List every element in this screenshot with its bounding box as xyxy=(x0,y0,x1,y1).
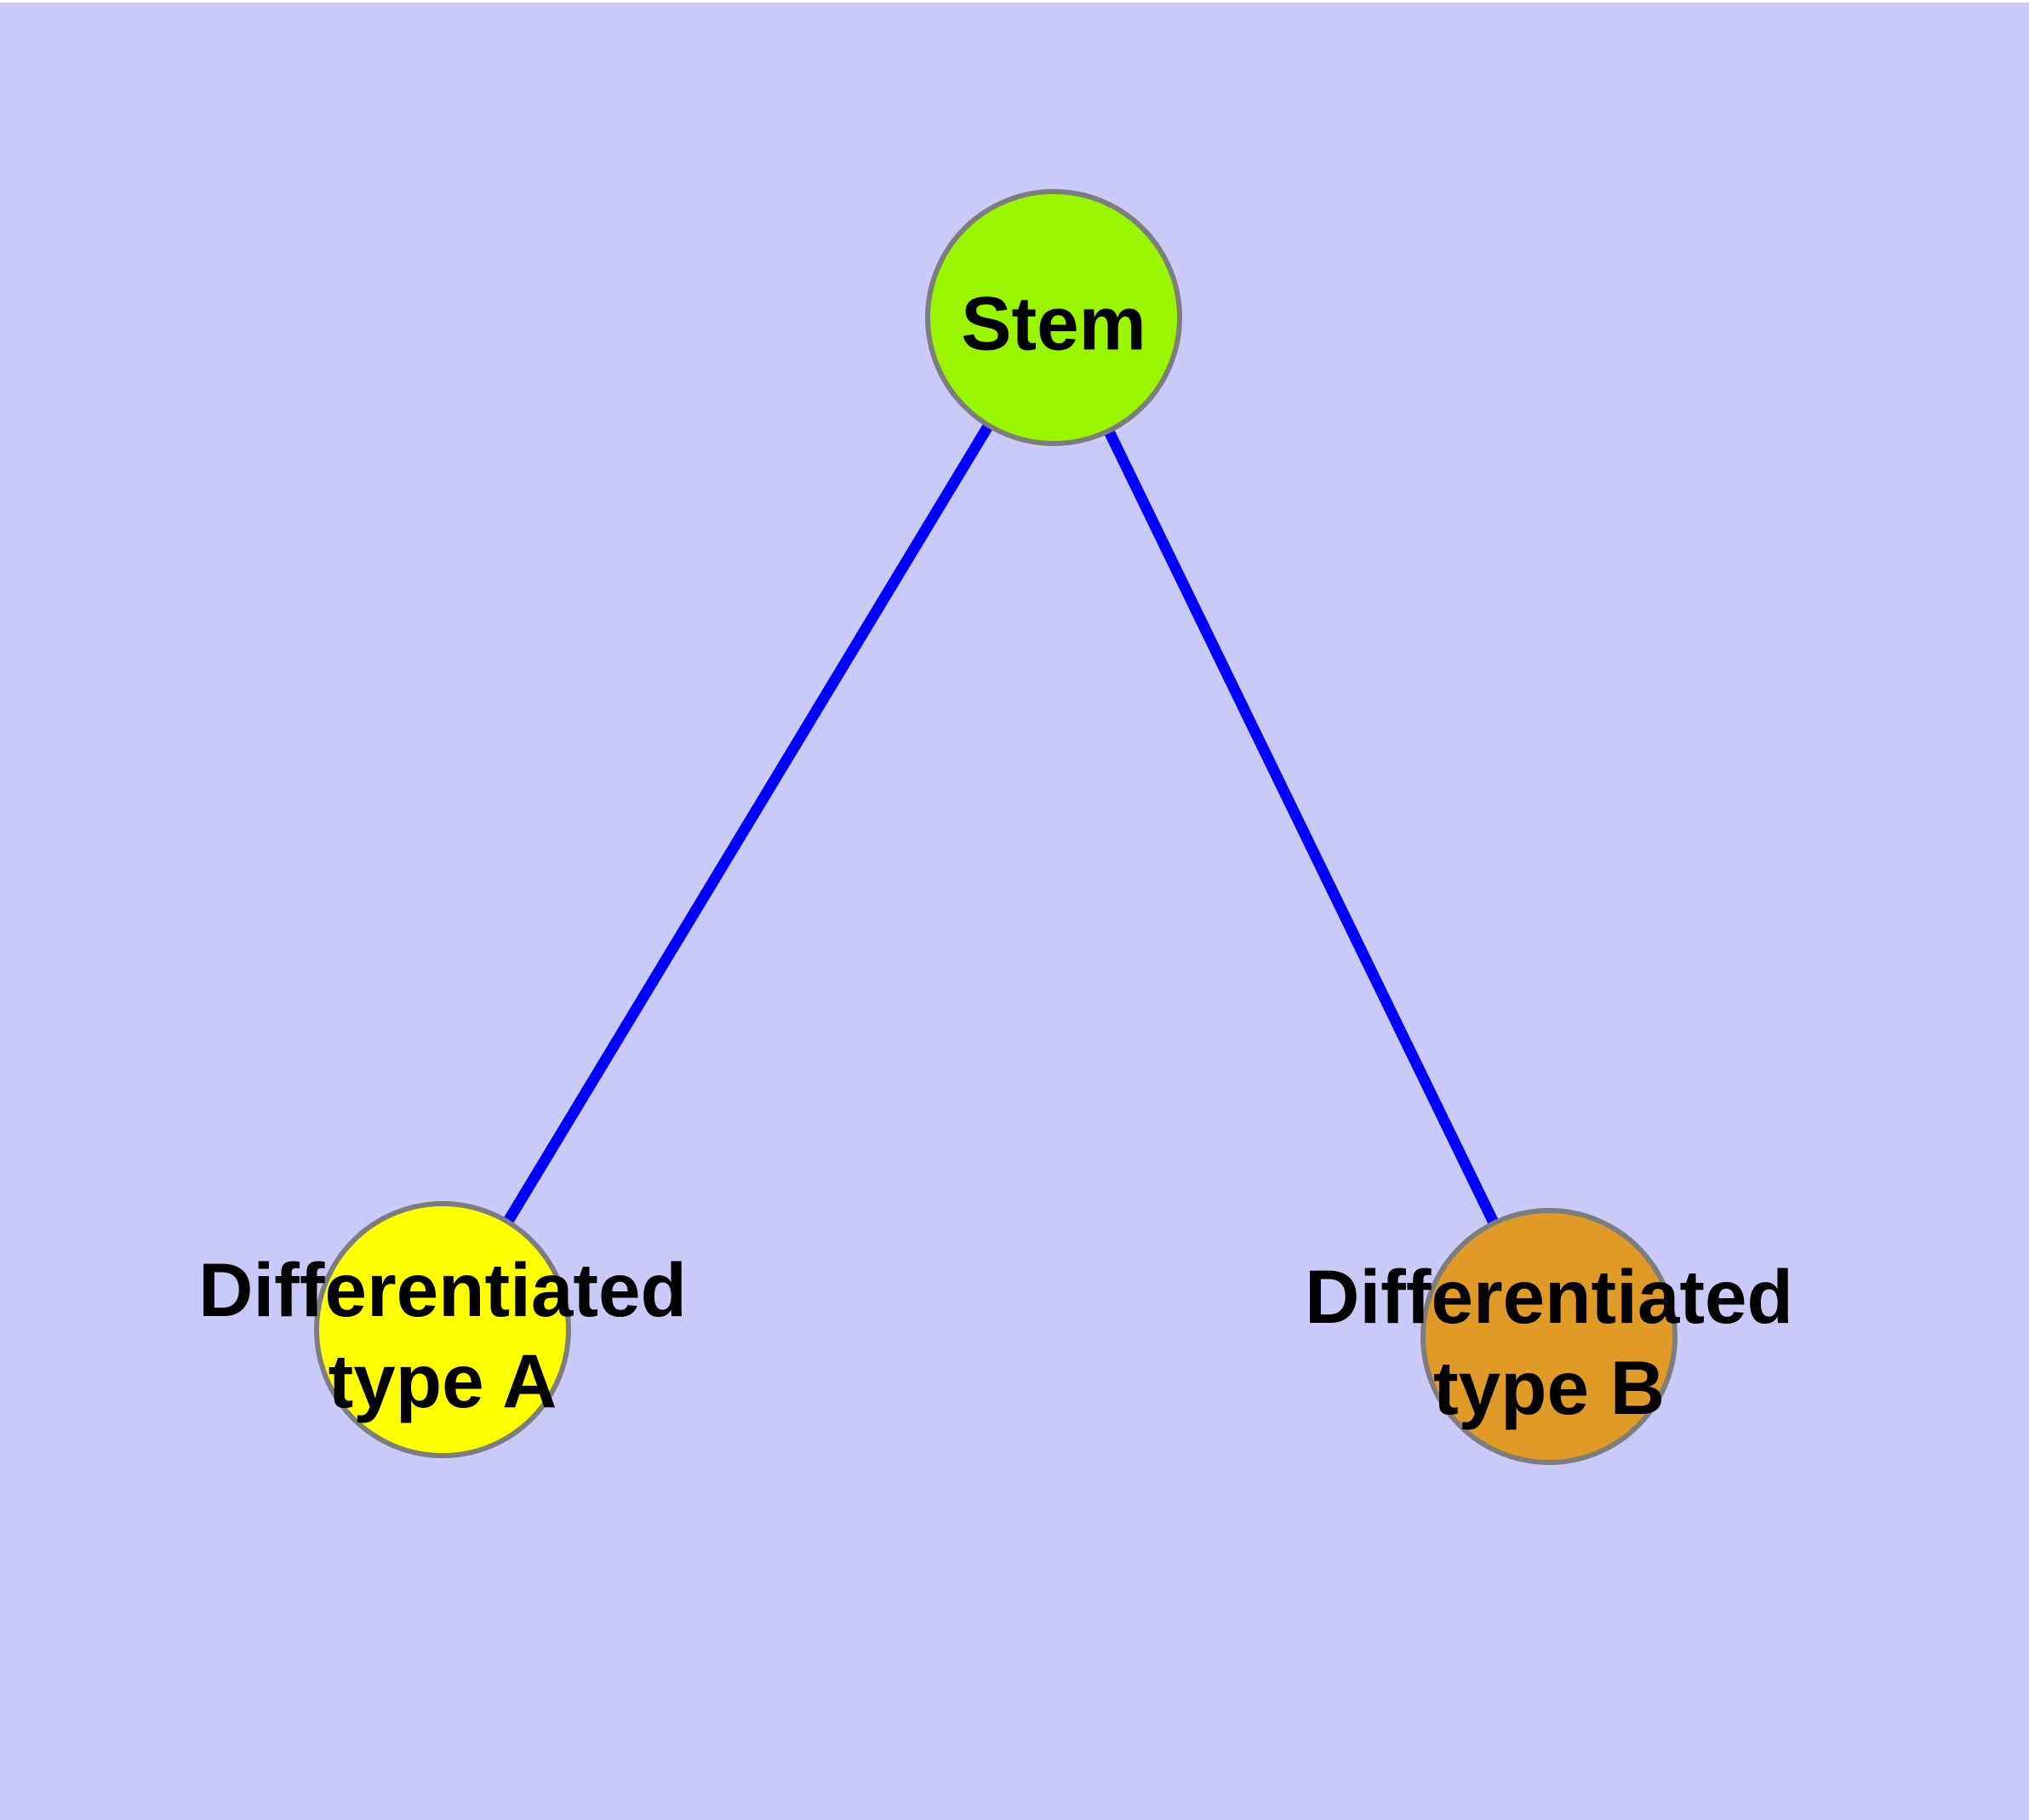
edge-stem-to-differentiated-type-a xyxy=(437,314,1059,1333)
node-circle-differentiated-type-b xyxy=(1420,1208,1677,1465)
node-circle-stem xyxy=(925,189,1182,446)
edges-layer xyxy=(437,314,1554,1339)
nodes-layer xyxy=(314,189,1677,1465)
edge-stem-to-differentiated-type-b xyxy=(1049,315,1554,1339)
node-circle-differentiated-type-a xyxy=(314,1201,571,1458)
top-edge-highlight xyxy=(0,0,2029,3)
